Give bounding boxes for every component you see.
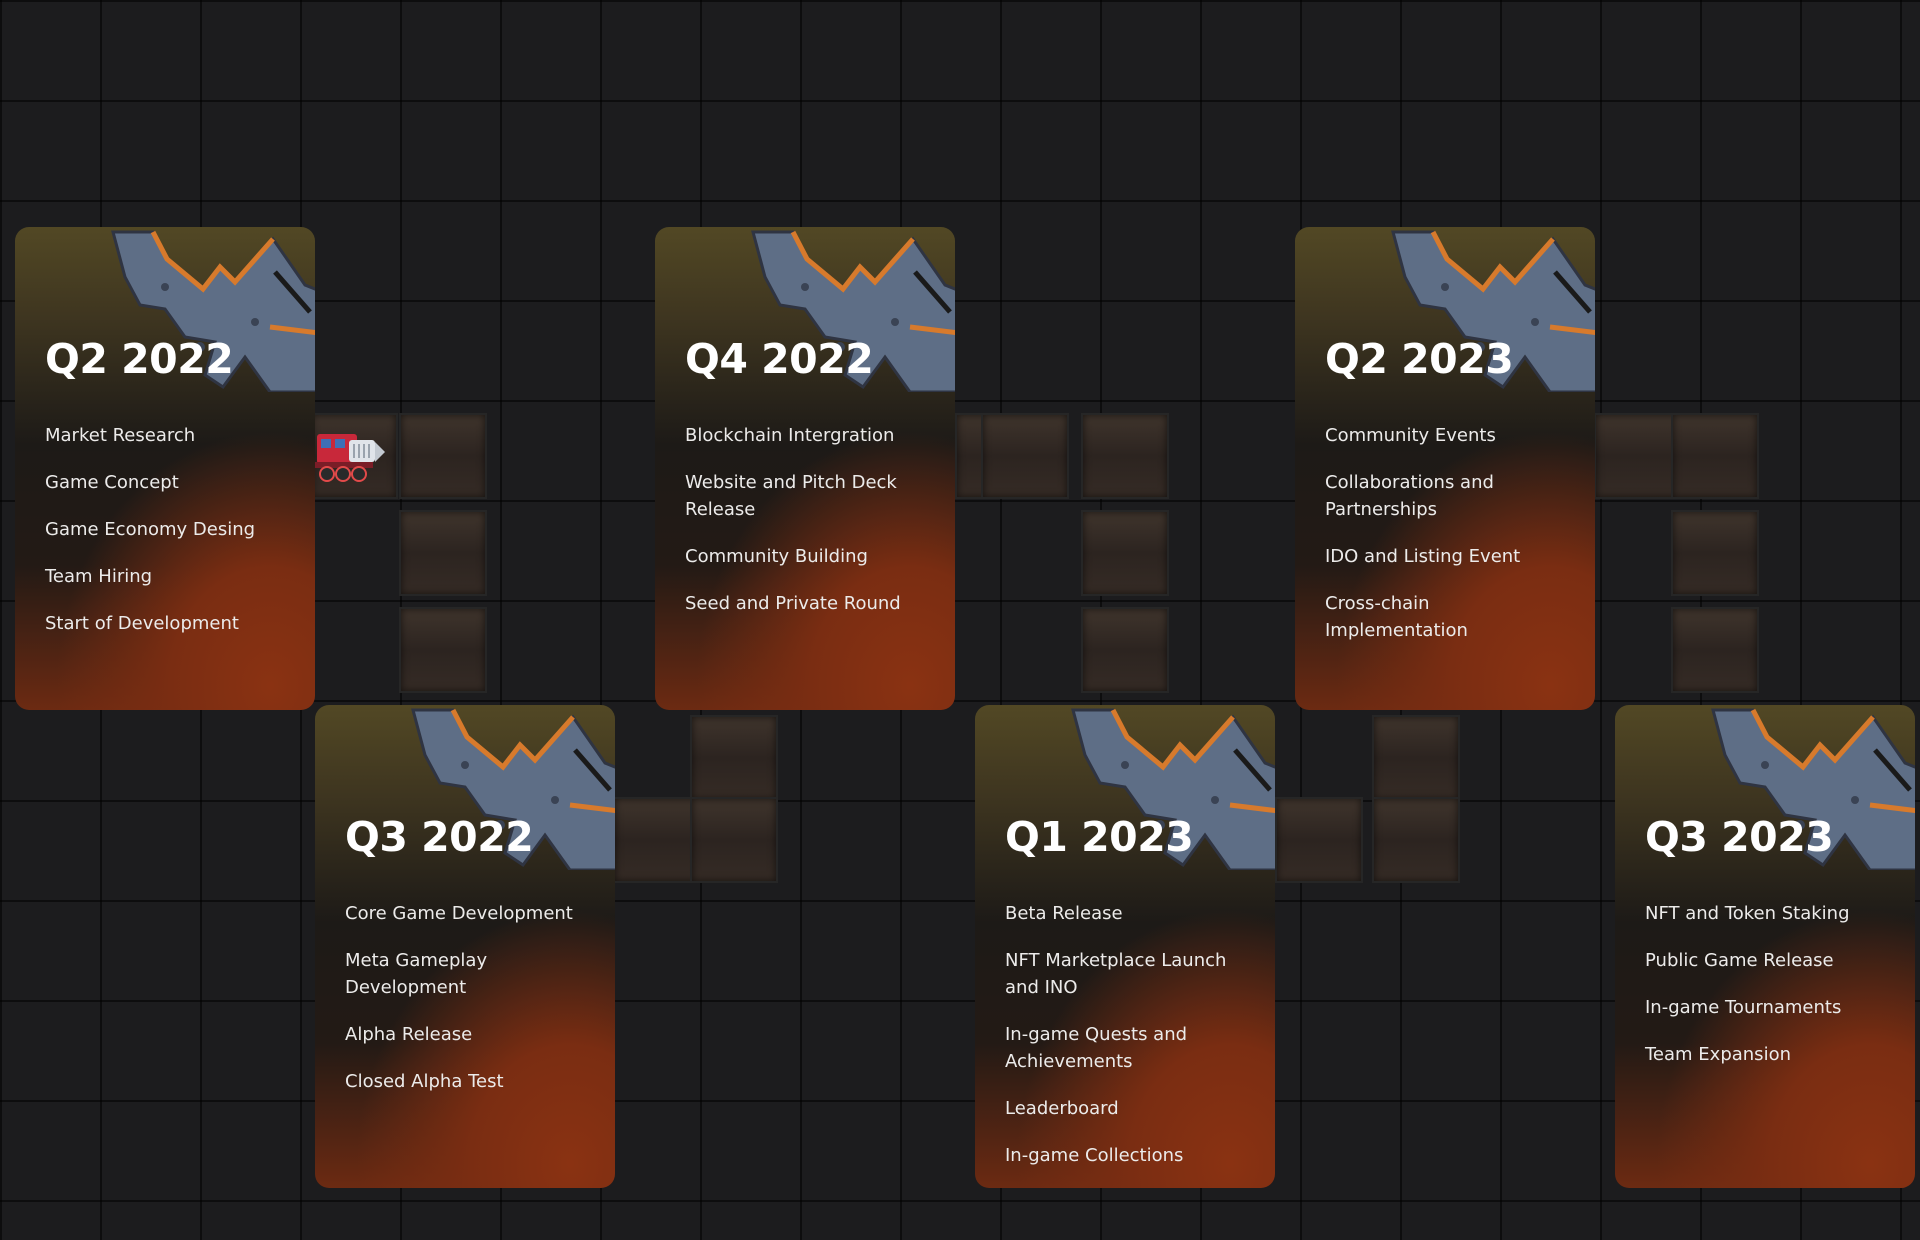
milestone-item: Game Concept [45,472,179,493]
milestone-item: NFT Marketplace Launch and INO [1005,950,1227,998]
train-icon [315,434,385,482]
milestone-item: Closed Alpha Test [345,1071,504,1092]
card-title: Q4 2022 [685,335,874,383]
milestone-item: Alpha Release [345,1024,473,1045]
milestone-list: Market Research Game Concept Game Econom… [45,422,295,657]
card-title: Q3 2022 [345,813,534,861]
milestone-item: Website and Pitch Deck Release [685,472,897,520]
milestone-item: In-game Quests and Achievements [1005,1024,1188,1072]
milestone-item: Public Game Release [1645,950,1834,971]
milestone-item: Community Building [685,546,868,567]
roadmap-card-q3-2023: Q3 2023 NFT and Token Staking Public Gam… [1615,705,1915,1188]
roadmap-card-q4-2022: Q4 2022 Blockchain Intergration Website … [655,227,955,710]
milestone-item: In-game Collections [1005,1145,1184,1166]
milestone-item: Market Research [45,425,196,446]
milestone-item: Core Game Development [345,903,573,924]
milestone-item: NFT and Token Staking [1645,903,1850,924]
gear-icon [111,230,315,392]
roadmap-card-q1-2023: Q1 2023 Beta Release NFT Marketplace Lau… [975,705,1275,1188]
milestone-item: Game Economy Desing [45,519,256,540]
roadmap-card-q2-2023: Q2 2023 Community Events Collaborations … [1295,227,1595,710]
milestone-item: Cross-chain Implementation [1325,593,1468,641]
milestone-item: Beta Release [1005,903,1123,924]
milestone-item: Leaderboard [1005,1098,1119,1119]
milestone-item: Team Expansion [1645,1044,1791,1065]
milestone-item: Collaborations and Partnerships [1325,472,1494,520]
milestone-item: Start of Development [45,613,239,634]
milestone-list: Blockchain Intergration Website and Pitc… [685,422,935,637]
milestone-item: IDO and Listing Event [1325,546,1521,567]
gear-icon [1391,230,1595,392]
roadmap-card-q3-2022: Q3 2022 Core Game Development Meta Gamep… [315,705,615,1188]
milestone-list: Community Events Collaborations and Part… [1325,422,1575,664]
milestone-list: Beta Release NFT Marketplace Launch and … [1005,900,1255,1188]
card-title: Q2 2023 [1325,335,1514,383]
milestone-item: Team Hiring [45,566,153,587]
milestone-item: Seed and Private Round [685,593,901,614]
card-title: Q1 2023 [1005,813,1194,861]
card-title: Q3 2023 [1645,813,1834,861]
card-title: Q2 2022 [45,335,234,383]
milestone-item: In-game Tournaments [1645,997,1842,1018]
gear-icon [1711,708,1915,870]
milestone-item: Meta Gameplay Development [345,950,488,998]
milestone-list: Core Game Development Meta Gameplay Deve… [345,900,595,1115]
gear-icon [751,230,955,392]
milestone-item: Community Events [1325,425,1496,446]
roadmap-card-q2-2022: Q2 2022 Market Research Game Concept Gam… [15,227,315,710]
milestone-list: NFT and Token Staking Public Game Releas… [1645,900,1895,1088]
milestone-item: Blockchain Intergration [685,425,895,446]
gear-icon [1071,708,1275,870]
gear-icon [411,708,615,870]
